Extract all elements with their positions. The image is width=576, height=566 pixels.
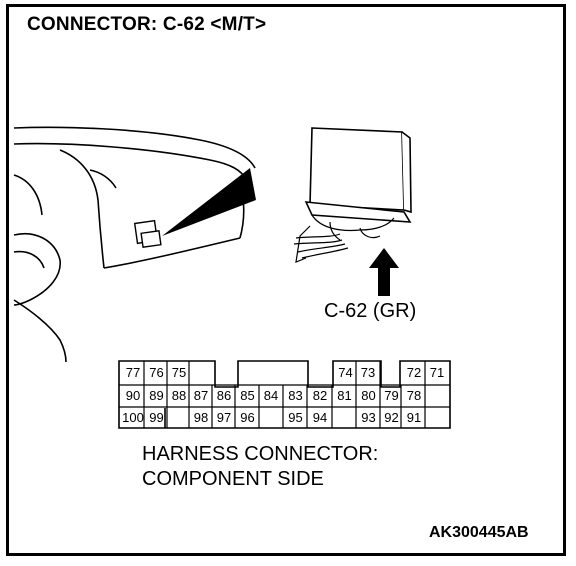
connector-module — [304, 127, 412, 223]
pin-cell: 79 — [384, 388, 399, 403]
pin-cell: 98 — [193, 410, 209, 425]
pin-cell — [333, 407, 356, 428]
pin-cell: 95 — [288, 410, 303, 425]
pin-cell: 100 — [122, 410, 144, 425]
diagram-title: CONNECTOR: C-62 <M/T> — [27, 14, 267, 35]
pin-cell: 83 — [288, 388, 303, 403]
pin-cell: 76 — [149, 365, 164, 380]
figure-code: AK300445AB — [429, 524, 529, 541]
pin-cell: 73 — [360, 365, 376, 380]
pin-cell: 80 — [361, 388, 376, 403]
pin-cell: 94 — [312, 410, 328, 425]
dash-second-line — [13, 142, 247, 181]
pin-cell: 84 — [263, 388, 279, 403]
harness-connector-subheading: COMPONENT SIDE — [142, 468, 324, 490]
dash-connector-icon — [133, 219, 162, 248]
pin-cell: 77 — [125, 365, 141, 380]
up-arrow-icon — [369, 248, 399, 296]
pin-cell: 71 — [429, 365, 445, 380]
pin-cell: 97 — [216, 410, 232, 425]
pin-cell: 99 — [149, 410, 164, 425]
pin-cell: 78 — [406, 388, 422, 403]
diagram-frame — [6, 4, 566, 556]
dash-lower-line — [103, 237, 241, 269]
pin-cell: 72 — [406, 365, 422, 380]
pin-cell: 81 — [337, 388, 352, 403]
pin-cell: 87 — [193, 388, 209, 403]
pin-cell: 75 — [171, 365, 187, 380]
dash-curve — [59, 149, 105, 269]
wire-harness — [293, 214, 395, 263]
connector-label: C-62 (GR) — [324, 300, 417, 322]
pin-cell: 74 — [338, 365, 353, 380]
harness-connector-heading: HARNESS CONNECTOR: — [142, 443, 379, 465]
pin-cell — [259, 407, 283, 428]
dash-top-line — [13, 126, 256, 169]
pin-cell: 88 — [171, 388, 187, 403]
pin-cell: 96 — [240, 410, 255, 425]
pointer-wedge — [162, 168, 256, 236]
pin-cell: 93 — [361, 410, 376, 425]
pin-cell: 85 — [240, 388, 255, 403]
pin-cell: 86 — [216, 388, 232, 403]
pin-cell: 89 — [149, 388, 164, 403]
pin-cell: 92 — [384, 410, 399, 425]
pin-cell — [168, 407, 190, 428]
pin-cell: 90 — [125, 388, 141, 403]
pin-cell: 91 — [406, 410, 422, 425]
pin-cell: 82 — [312, 388, 328, 403]
